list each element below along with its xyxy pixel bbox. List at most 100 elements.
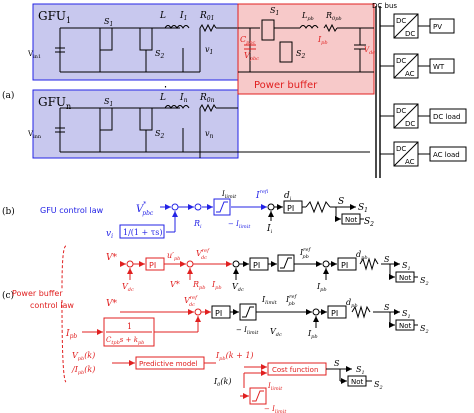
b-filter: 1/(1 + τs) [123, 228, 162, 237]
load-label-1: WT [433, 63, 445, 71]
b-ilimit: Ilimit [221, 190, 237, 200]
c1-wires-red [120, 261, 232, 280]
buffer-s2: S2 [296, 49, 305, 60]
c1-sum1 [126, 260, 134, 268]
c2-not: Not [399, 322, 412, 330]
c1-dpb: dpb [356, 250, 368, 261]
c2-sum1 [194, 308, 202, 316]
buffer-circuit [238, 19, 374, 73]
c3-cost: Cost function [272, 366, 318, 374]
gfu1-region [32, 3, 239, 81]
c2-s: S [384, 303, 390, 312]
c1-vstar: V* [106, 253, 117, 263]
c2-wires-red [82, 309, 211, 335]
b-sum3 [267, 203, 275, 211]
c2-pi2: PI [331, 309, 338, 318]
gfu-control-title: GFU control law [40, 206, 104, 215]
c2-vdc: Vdc [270, 327, 282, 338]
power-buffer-region [237, 3, 375, 95]
converter-bottom-0: DC [405, 30, 415, 38]
load-box-1 [429, 58, 455, 74]
gfun-I: In [179, 93, 188, 104]
c2-sum2 [312, 308, 320, 316]
b-vi: vi [106, 229, 113, 240]
dc-bus-label: DC bus [372, 2, 397, 10]
gfu1-vin: Vin1 [27, 50, 41, 60]
b-wires-blue [160, 204, 267, 233]
converter-diag-1 [393, 53, 419, 79]
c2-pi: PI [215, 309, 222, 318]
c2-wires [230, 309, 418, 328]
c2-neg-ilimit: − Ilimit [236, 326, 259, 336]
b-s1: S1 [358, 203, 368, 214]
c1-pi2: PI [253, 261, 260, 270]
c1-s2: S2 [420, 276, 429, 287]
panel-c-label: (c) [2, 290, 14, 301]
panel-a: (a) GFU1 Vin1 S1 S2 L I1 R01 [2, 2, 467, 178]
c1-upb: u′pb [167, 251, 180, 262]
b-ri: Ri [193, 219, 202, 230]
gfun-region [32, 89, 239, 159]
gfun-L: L [159, 93, 166, 103]
c2-gain-num: 1 [127, 322, 132, 331]
load-box-2 [429, 108, 467, 124]
c3-not: Not [351, 378, 364, 386]
c1-ipb2: Ipb [316, 282, 327, 293]
c3-ipb: /Ipb(k) [71, 365, 95, 376]
c3-wires-red [112, 360, 267, 399]
panel-b: (b) GFU control law V*pbc vi 1/(1 + τs) … [2, 189, 374, 240]
buffer-control-title-1: Power buffer [12, 289, 63, 298]
c1-pi1: PI [149, 261, 156, 270]
c2-ipb2: Ipb [307, 329, 318, 340]
b-pi: PI [287, 204, 294, 213]
c1-pwm [359, 257, 379, 271]
gfu1-s1: S1 [104, 17, 113, 28]
c1-limiter-curve [280, 257, 292, 269]
gfun-R: R0n [199, 93, 215, 104]
c3-i0: I0(k) [213, 377, 231, 388]
c1-pi3: PI [341, 261, 348, 270]
buffer-title: Power buffer [254, 80, 318, 91]
gfu1-L: L [159, 11, 166, 21]
c1-s1: S1 [402, 261, 411, 272]
c-row3: Vpb(k) /Ipb(k) Predictive model Ipb(k + … [71, 351, 383, 413]
buffer-I: Ipb [317, 35, 328, 46]
c2-gain-den: Ctpbs + kpb [106, 336, 144, 346]
gfun-circuit [55, 103, 370, 158]
b-ii: Ii [266, 224, 273, 235]
load-box-0 [429, 18, 455, 34]
c3-limiter-curve [252, 390, 264, 402]
c1-wires [233, 261, 418, 280]
buffer-C: Cpbc [240, 35, 256, 46]
converter-bottom-2: DC [405, 120, 415, 128]
c2-ipb: Ipb [65, 329, 77, 340]
c2-s2: S2 [420, 324, 429, 335]
c3-s: S [334, 359, 340, 368]
load-label-0: PV [433, 23, 442, 31]
b-s2: S2 [364, 217, 374, 228]
converter-diag-0 [393, 13, 419, 39]
c1-s: S [384, 255, 390, 264]
gfun-v: vn [205, 129, 214, 140]
b-wires [268, 204, 364, 222]
gfun-vin: Vinn [27, 130, 42, 140]
gfu1-circuit [55, 23, 238, 73]
converter-top-2: DC [396, 107, 406, 115]
gfun-s1: S1 [104, 97, 113, 108]
gfun-s2: S2 [155, 129, 164, 140]
converter-top-1: DC [396, 57, 406, 65]
c3-s2: S2 [374, 380, 383, 391]
b-neg-ilimit: − Ilimit [228, 220, 251, 230]
b-not: Not [345, 216, 358, 224]
c1-sum4 [322, 260, 330, 268]
converter-top-0: DC [396, 17, 406, 25]
c2-s1: S1 [402, 309, 411, 320]
c1-vdc2: Vdc [232, 282, 244, 293]
